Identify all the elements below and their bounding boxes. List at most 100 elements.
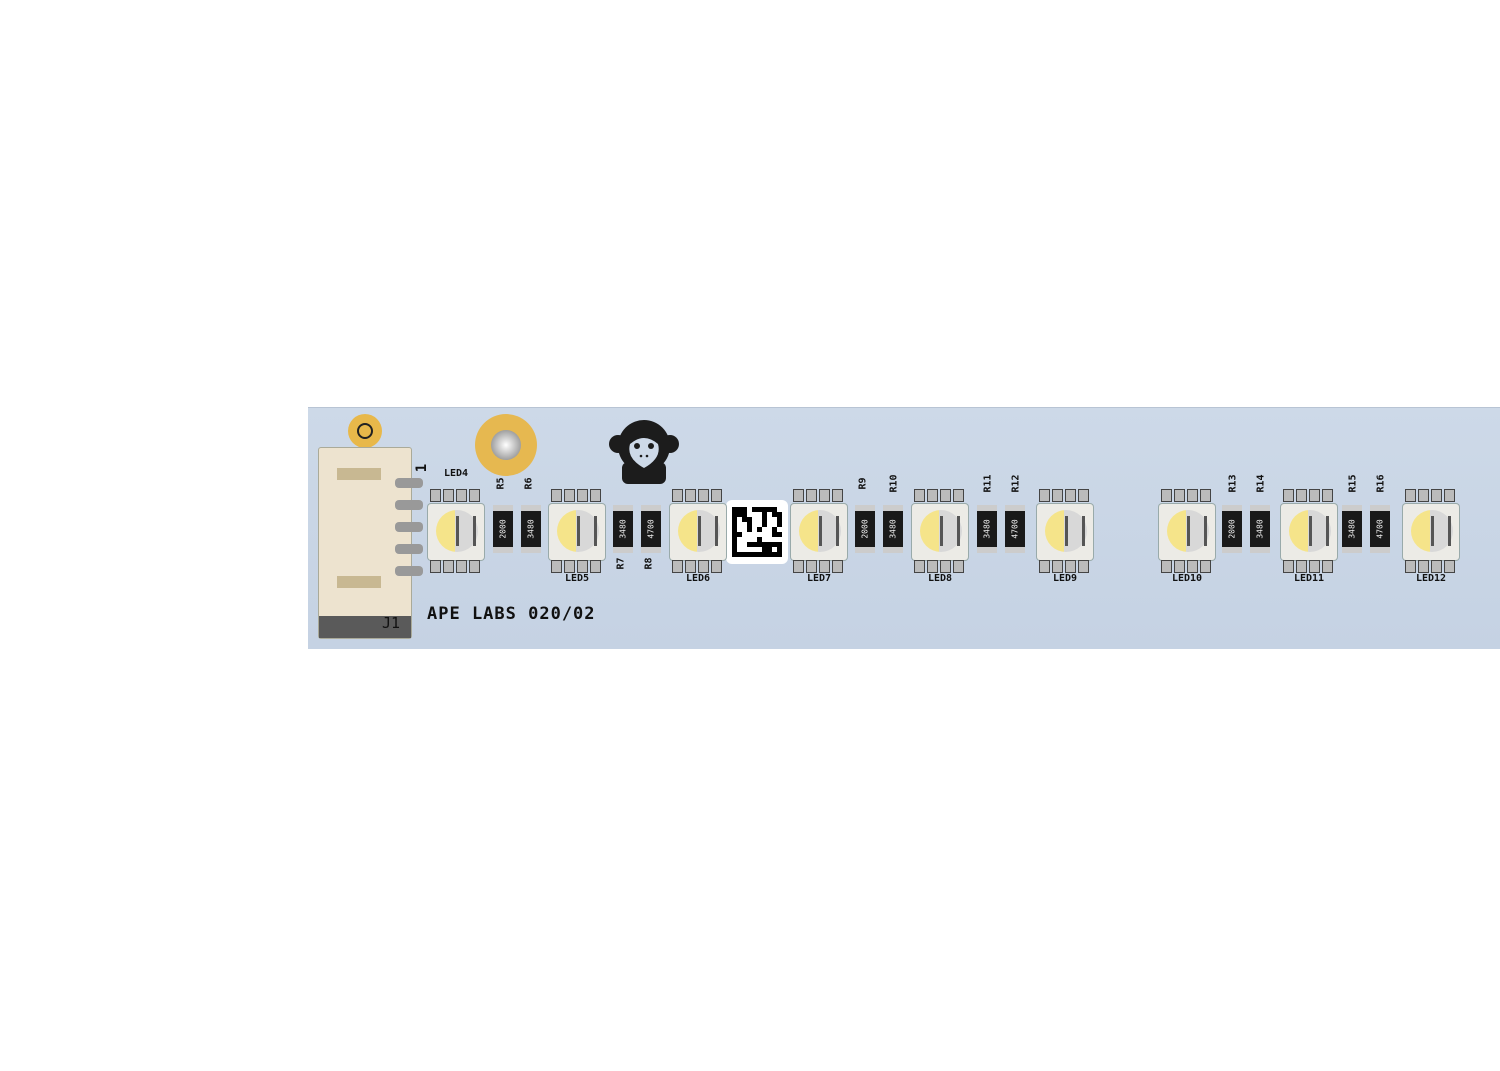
board-title: APE LABS 020/02 [427,604,596,624]
solder-pad [1078,560,1089,573]
solder-pad [430,560,441,573]
rgbw-led [1403,504,1459,560]
rgbw-led [428,504,484,560]
solder-pad [1283,489,1294,502]
led-lens [678,510,720,552]
solder-pad [590,489,601,502]
led-label: LED11 [1293,573,1325,584]
solder-pad [1283,560,1294,573]
resistor-label: R9 [857,477,869,490]
led-label: LED9 [1052,573,1078,584]
solder-pad [819,560,830,573]
resistor-marking: 3480 [1347,519,1357,539]
solder-pad [1200,489,1211,502]
solder-pad [1444,489,1455,502]
solder-pad [1187,489,1198,502]
led-lens [1045,510,1087,552]
solder-pad [1065,489,1076,502]
mounting-hole [475,414,537,476]
resistor-marking: 4700 [646,519,656,539]
solder-pad [1296,489,1307,502]
led-label: LED4 [443,468,469,479]
resistor: 3480 [521,505,541,553]
solder-pad [1039,489,1050,502]
fiducial-pad [348,414,382,448]
resistor-label: R10 [888,474,900,493]
resistor: 4700 [1005,505,1025,553]
resistor-marking: 3480 [526,519,536,539]
solder-pad [1405,489,1416,502]
resistor: 2000 [855,505,875,553]
solder-pad [443,489,454,502]
solder-pad [1431,560,1442,573]
solder-pad [711,560,722,573]
rgbw-led [912,504,968,560]
resistor: 2000 [493,505,513,553]
solder-pad [685,560,696,573]
resistor-marking: 4700 [1010,519,1020,539]
solder-pad [698,560,709,573]
resistor: 4700 [1370,505,1390,553]
solder-pad [564,560,575,573]
solder-pad [1444,560,1455,573]
solder-pad [940,489,951,502]
solder-pad [551,489,562,502]
resistor-marking: 3480 [888,519,898,539]
led-label: LED10 [1171,573,1203,584]
solder-pad [1161,489,1172,502]
resistor: 3480 [1342,505,1362,553]
led-lens [1167,510,1209,552]
solder-pad [430,489,441,502]
solder-pad [806,489,817,502]
led-lens [1289,510,1331,552]
resistor: 3480 [977,505,997,553]
monkey-logo-icon [609,420,679,484]
resistor-marking: 3480 [1255,519,1265,539]
solder-pad [1309,560,1320,573]
led-lens [557,510,599,552]
resistor-label: R12 [1010,474,1022,493]
solder-pad [564,489,575,502]
resistor-label: R11 [982,474,994,493]
connector-pins [395,478,423,576]
led-label: LED12 [1415,573,1447,584]
solder-pad [577,560,588,573]
solder-pad [672,489,683,502]
rgbw-led [1037,504,1093,560]
solder-pad [1174,560,1185,573]
led-lens [920,510,962,552]
solder-pad [1418,560,1429,573]
solder-pad [443,560,454,573]
resistor-label: R13 [1227,474,1239,493]
solder-pad [793,560,804,573]
resistor-marking: 2000 [1227,519,1237,539]
solder-pad [577,489,588,502]
solder-pad [1405,560,1416,573]
solder-pad [1296,560,1307,573]
solder-pad [914,489,925,502]
solder-pad [1052,489,1063,502]
solder-pad [914,560,925,573]
connector-label: J1 [382,614,401,632]
solder-pad [1065,560,1076,573]
resistor-label: R6 [523,477,535,490]
solder-pad [1200,560,1211,573]
led-lens [799,510,841,552]
resistor-label: R7 [615,557,627,570]
solder-pad [1309,489,1320,502]
resistor-label: R8 [643,557,655,570]
solder-pad [551,560,562,573]
solder-pad [832,489,843,502]
solder-pad [1174,489,1185,502]
resistor-label: R5 [495,477,507,490]
solder-pad [1039,560,1050,573]
pin1-label: 1 [414,463,431,473]
led-label: LED7 [806,573,832,584]
solder-pad [590,560,601,573]
rgbw-led [791,504,847,560]
resistor: 3480 [1250,505,1270,553]
resistor-label: R14 [1255,474,1267,493]
rgbw-led [1281,504,1337,560]
resistor-label: R16 [1375,474,1387,493]
led-lens [1411,510,1453,552]
